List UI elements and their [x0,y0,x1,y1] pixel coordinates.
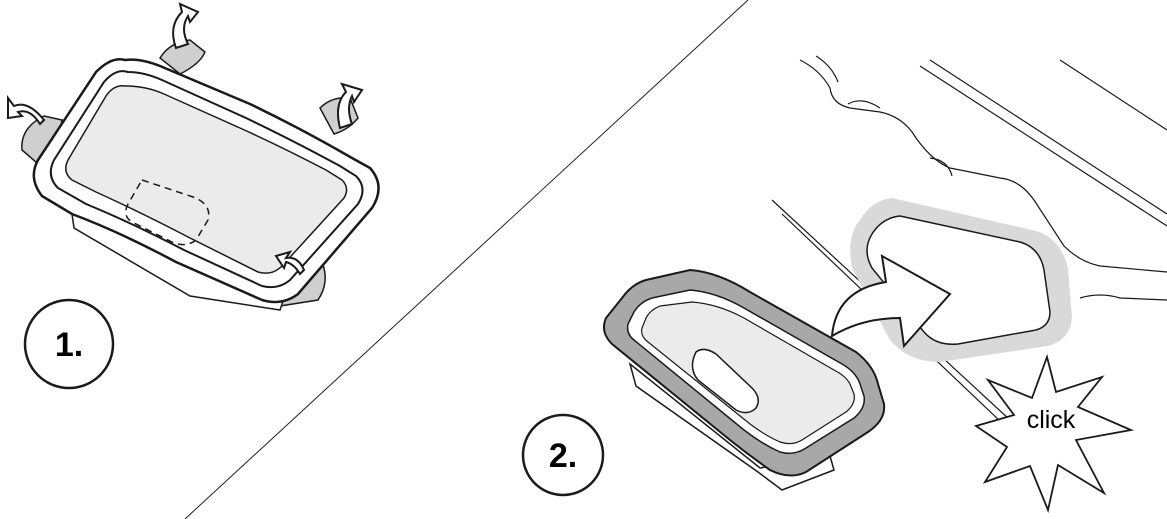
panel-step-1: 1. [8,4,379,388]
housing-line-8 [848,101,880,108]
step-1-badge: 1. [25,300,113,388]
click-burst: click [976,357,1131,510]
peel-arrow-top [173,4,198,48]
housing-line-3 [920,66,1167,226]
step-2-badge: 2. [523,415,603,495]
step-1-number: 1. [55,326,83,364]
panel-step-2: click 2. [523,56,1167,510]
housing-line-10 [1080,295,1167,300]
housing-line-2 [930,60,1167,214]
click-text: click [1027,406,1076,434]
housing-line-7 [816,56,838,82]
peel-arrow-right [338,84,362,128]
peel-arrow-left [8,98,44,124]
housing-line-1 [1060,60,1167,130]
step-2-number: 2. [549,437,577,475]
